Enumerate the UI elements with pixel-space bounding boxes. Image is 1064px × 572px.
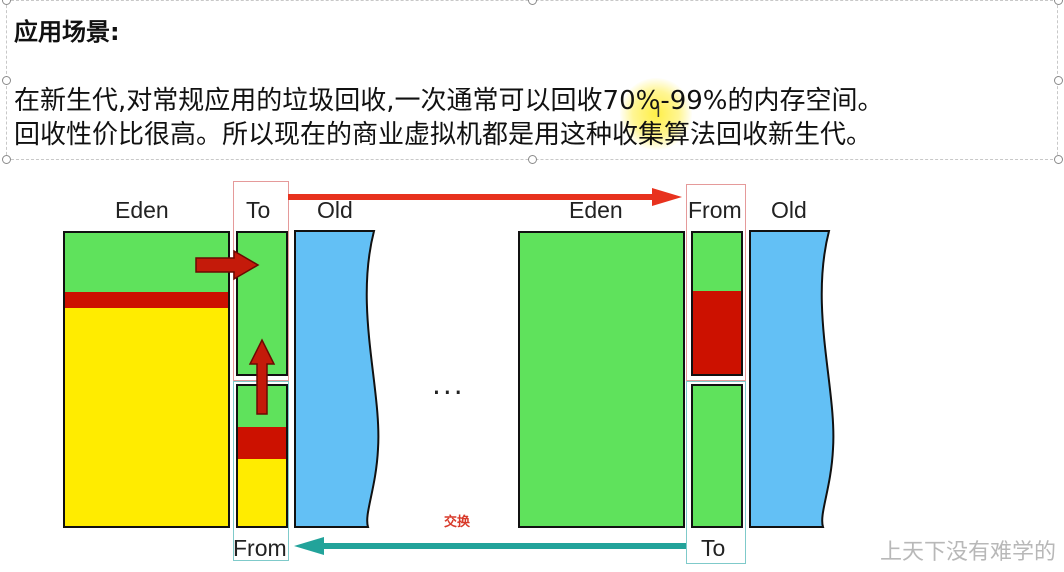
right-to-space (691, 384, 743, 528)
left-to-label: To (246, 197, 271, 223)
right-old-label: Old (771, 197, 807, 223)
left-eden-label: Eden (115, 197, 169, 223)
resize-handle-bottom-right[interactable] (1054, 155, 1063, 164)
resize-handle-bottom-left[interactable] (2, 155, 11, 164)
left-eden-space (63, 231, 230, 528)
right-from-survivor-objects (693, 291, 741, 374)
right-from-frame (686, 184, 746, 381)
right-old-space (749, 230, 835, 528)
text-cursor-icon: I (656, 102, 661, 121)
right-from-space (691, 231, 743, 376)
left-from-label: From (233, 535, 287, 561)
left-eden-survivor-objects (65, 292, 228, 308)
body-line-1: 在新生代,对常规应用的垃圾回收,一次通常可以回收70%-99%的内存空间。 (14, 86, 884, 116)
resize-handle-bottom-middle[interactable] (528, 155, 537, 164)
slide-heading: 应用场景: (14, 18, 120, 46)
eden-to-survivor-arrow-icon (195, 249, 260, 281)
swap-label: 交换 (444, 515, 471, 530)
left-from-survivor-objects (238, 427, 286, 459)
right-to-frame (686, 381, 746, 564)
to-becomes-from-return-arrow-icon (294, 537, 686, 555)
right-to-label: To (701, 535, 726, 561)
left-old-space (294, 230, 380, 528)
resize-handle-top-right[interactable] (1054, 0, 1063, 5)
right-eden-label: Eden (569, 197, 623, 223)
resize-handle-middle-right[interactable] (1054, 76, 1063, 85)
ellipsis: ... (432, 368, 465, 401)
right-eden-space (518, 231, 685, 528)
to-becomes-from-arrow-icon (288, 188, 682, 206)
resize-handle-top-middle[interactable] (528, 0, 537, 5)
right-from-label: From (688, 197, 742, 223)
cursor-highlight (620, 78, 692, 150)
watermark: 上天下没有难学的 (879, 540, 1056, 565)
left-old-label: Old (317, 197, 353, 223)
from-to-survivor-arrow-icon (248, 338, 276, 415)
resize-handle-top-left[interactable] (2, 0, 11, 5)
resize-handle-middle-left[interactable] (2, 76, 11, 85)
body-line-2: 回收性价比很高。所以现在的商业虚拟机都是用这种收集算法回收新生代。 (14, 120, 873, 150)
